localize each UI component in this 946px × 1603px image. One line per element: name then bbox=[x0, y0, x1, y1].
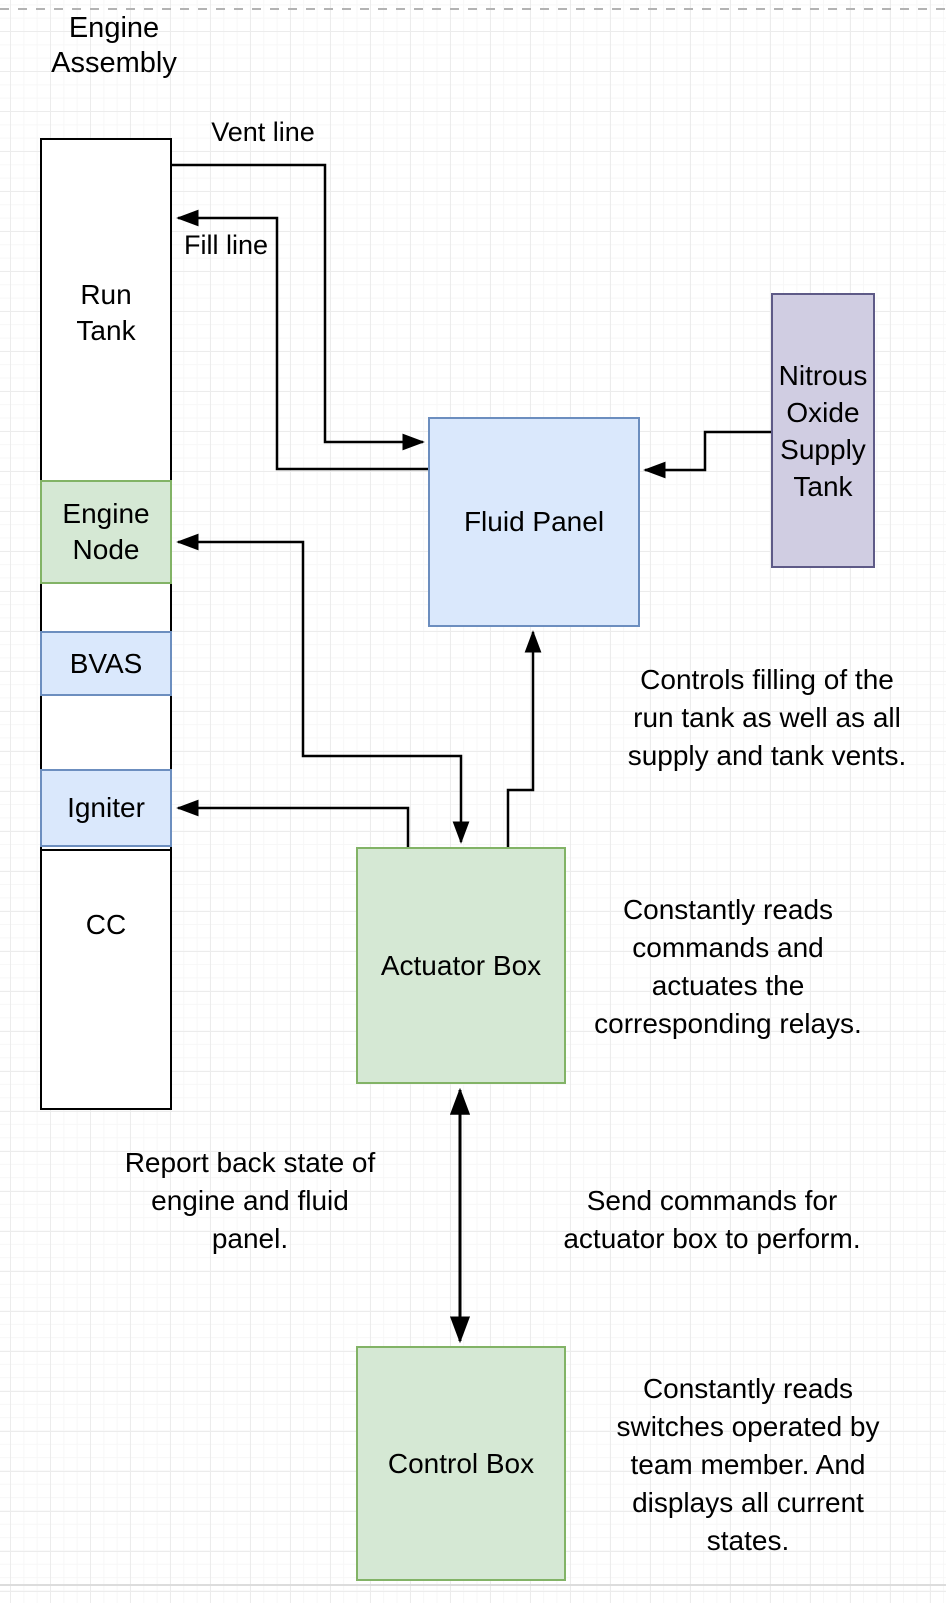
edge-label-fill-line[interactable]: Fill line bbox=[183, 230, 269, 260]
node-igniter[interactable] bbox=[40, 769, 172, 847]
annotation-control-box[interactable]: Constantly reads switches operated by te… bbox=[616, 1373, 880, 1556]
edge-label-vent-line[interactable]: Vent line bbox=[211, 117, 315, 147]
edge-actuator-engine-node[interactable] bbox=[176, 533, 470, 844]
annotation-send-commands[interactable]: Send commands for actuator box to perfor… bbox=[563, 1185, 861, 1254]
edge-actuator-to-fluid-panel[interactable] bbox=[506, 630, 542, 847]
annotation-report-back[interactable]: Report back state of engine and fluid pa… bbox=[124, 1147, 376, 1254]
annotation-actuator-box[interactable]: Constantly reads commands and actuates t… bbox=[594, 894, 862, 1039]
annotation-fluid-panel[interactable]: Controls filling of the run tank as well… bbox=[627, 664, 907, 771]
edge-actuator-to-igniter[interactable] bbox=[176, 799, 410, 847]
node-cc[interactable] bbox=[40, 849, 172, 1110]
node-engine-node[interactable] bbox=[40, 480, 172, 584]
node-control-box[interactable] bbox=[356, 1346, 566, 1581]
node-nitrous-supply-tank[interactable] bbox=[771, 293, 875, 568]
edge-vent-line[interactable] bbox=[172, 163, 425, 451]
node-fluid-panel[interactable] bbox=[428, 417, 640, 627]
edge-fill-line[interactable] bbox=[176, 209, 428, 471]
edge-nitrous-to-fluid-panel[interactable] bbox=[643, 430, 771, 479]
node-actuator-box[interactable] bbox=[356, 847, 566, 1084]
diagram-title: Engine Assembly bbox=[51, 12, 177, 79]
node-bvas[interactable] bbox=[40, 631, 172, 696]
